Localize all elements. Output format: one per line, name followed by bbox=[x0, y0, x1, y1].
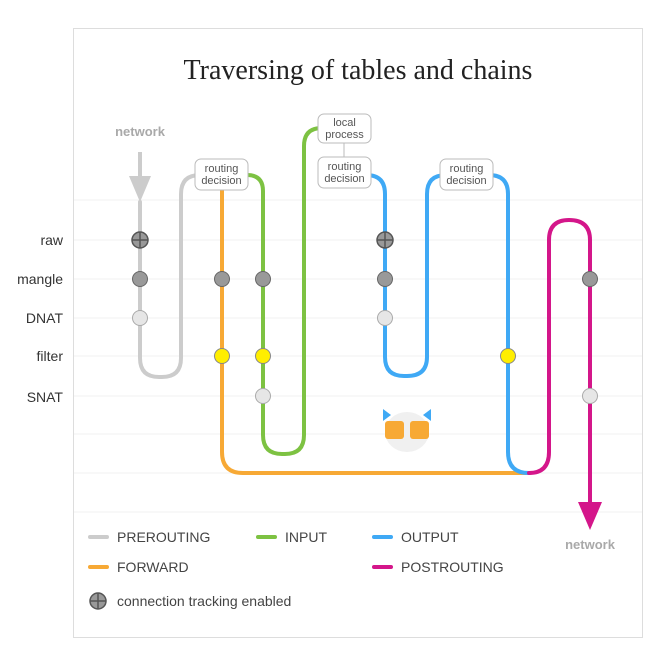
forward-track bbox=[220, 178, 532, 475]
routing-decision-1-line-1: routing bbox=[205, 163, 239, 175]
legend-forward-label: FORWARD bbox=[117, 559, 189, 575]
prerouting-raw-conntrack-node bbox=[131, 231, 149, 249]
routing-decision-1-line-2: decision bbox=[201, 175, 241, 187]
row-label-snat: SNAT bbox=[27, 389, 64, 405]
routing-decision-2-line-2: decision bbox=[324, 173, 364, 185]
row-label-dnat: DNAT bbox=[26, 310, 64, 326]
row-label-mangle: mangle bbox=[17, 271, 63, 287]
input-snat-node bbox=[255, 388, 271, 404]
network-out-label: network bbox=[565, 537, 616, 552]
local-process-line-2: process bbox=[325, 129, 364, 141]
network-in-label: network bbox=[115, 124, 166, 139]
legend-input-label: INPUT bbox=[285, 529, 327, 545]
postrouting-mangle-node bbox=[582, 271, 598, 287]
legend-prerouting-label: PREROUTING bbox=[117, 529, 210, 545]
postrouting-snat-node bbox=[582, 388, 598, 404]
legend-output-label: OUTPUT bbox=[401, 529, 459, 545]
local-process-box: local process bbox=[317, 113, 372, 144]
logo-icon bbox=[383, 409, 431, 452]
legend: PREROUTING INPUT OUTPUT FORWARD POSTROUT… bbox=[88, 529, 504, 610]
output-track bbox=[358, 173, 531, 475]
local-process-line-1: local bbox=[333, 117, 356, 129]
legend-conntrack-label: connection tracking enabled bbox=[117, 593, 291, 609]
routing-decision-3-line-2: decision bbox=[446, 175, 486, 187]
network-out-arrow-head bbox=[578, 502, 602, 530]
output-filter-node bbox=[500, 348, 516, 364]
input-mangle-node bbox=[255, 271, 271, 287]
input-track bbox=[243, 126, 332, 456]
routing-decision-box-3: routing decision bbox=[439, 158, 494, 191]
input-filter-node bbox=[255, 348, 271, 364]
diagram-title: Traversing of tables and chains bbox=[184, 55, 533, 86]
output-raw-conntrack-node bbox=[376, 231, 394, 249]
prerouting-mangle-node bbox=[132, 271, 148, 287]
row-label-filter: filter bbox=[37, 348, 64, 364]
routing-decision-box-2: routing decision bbox=[317, 156, 372, 189]
output-dnat-node bbox=[377, 310, 393, 326]
legend-postrouting-label: POSTROUTING bbox=[401, 559, 504, 575]
row-label-raw: raw bbox=[40, 232, 63, 248]
output-mangle-node bbox=[377, 271, 393, 287]
forward-mangle-node bbox=[214, 271, 230, 287]
routing-decision-box-1: routing decision bbox=[194, 158, 249, 191]
routing-decision-2-line-1: routing bbox=[328, 161, 362, 173]
routing-decision-3-line-1: routing bbox=[450, 163, 484, 175]
legend-conntrack-icon bbox=[89, 592, 107, 610]
postrouting-track bbox=[527, 218, 592, 510]
prerouting-track bbox=[138, 173, 212, 379]
forward-filter-node bbox=[214, 348, 230, 364]
prerouting-dnat-node bbox=[132, 310, 148, 326]
network-in-arrow-head bbox=[129, 176, 151, 202]
